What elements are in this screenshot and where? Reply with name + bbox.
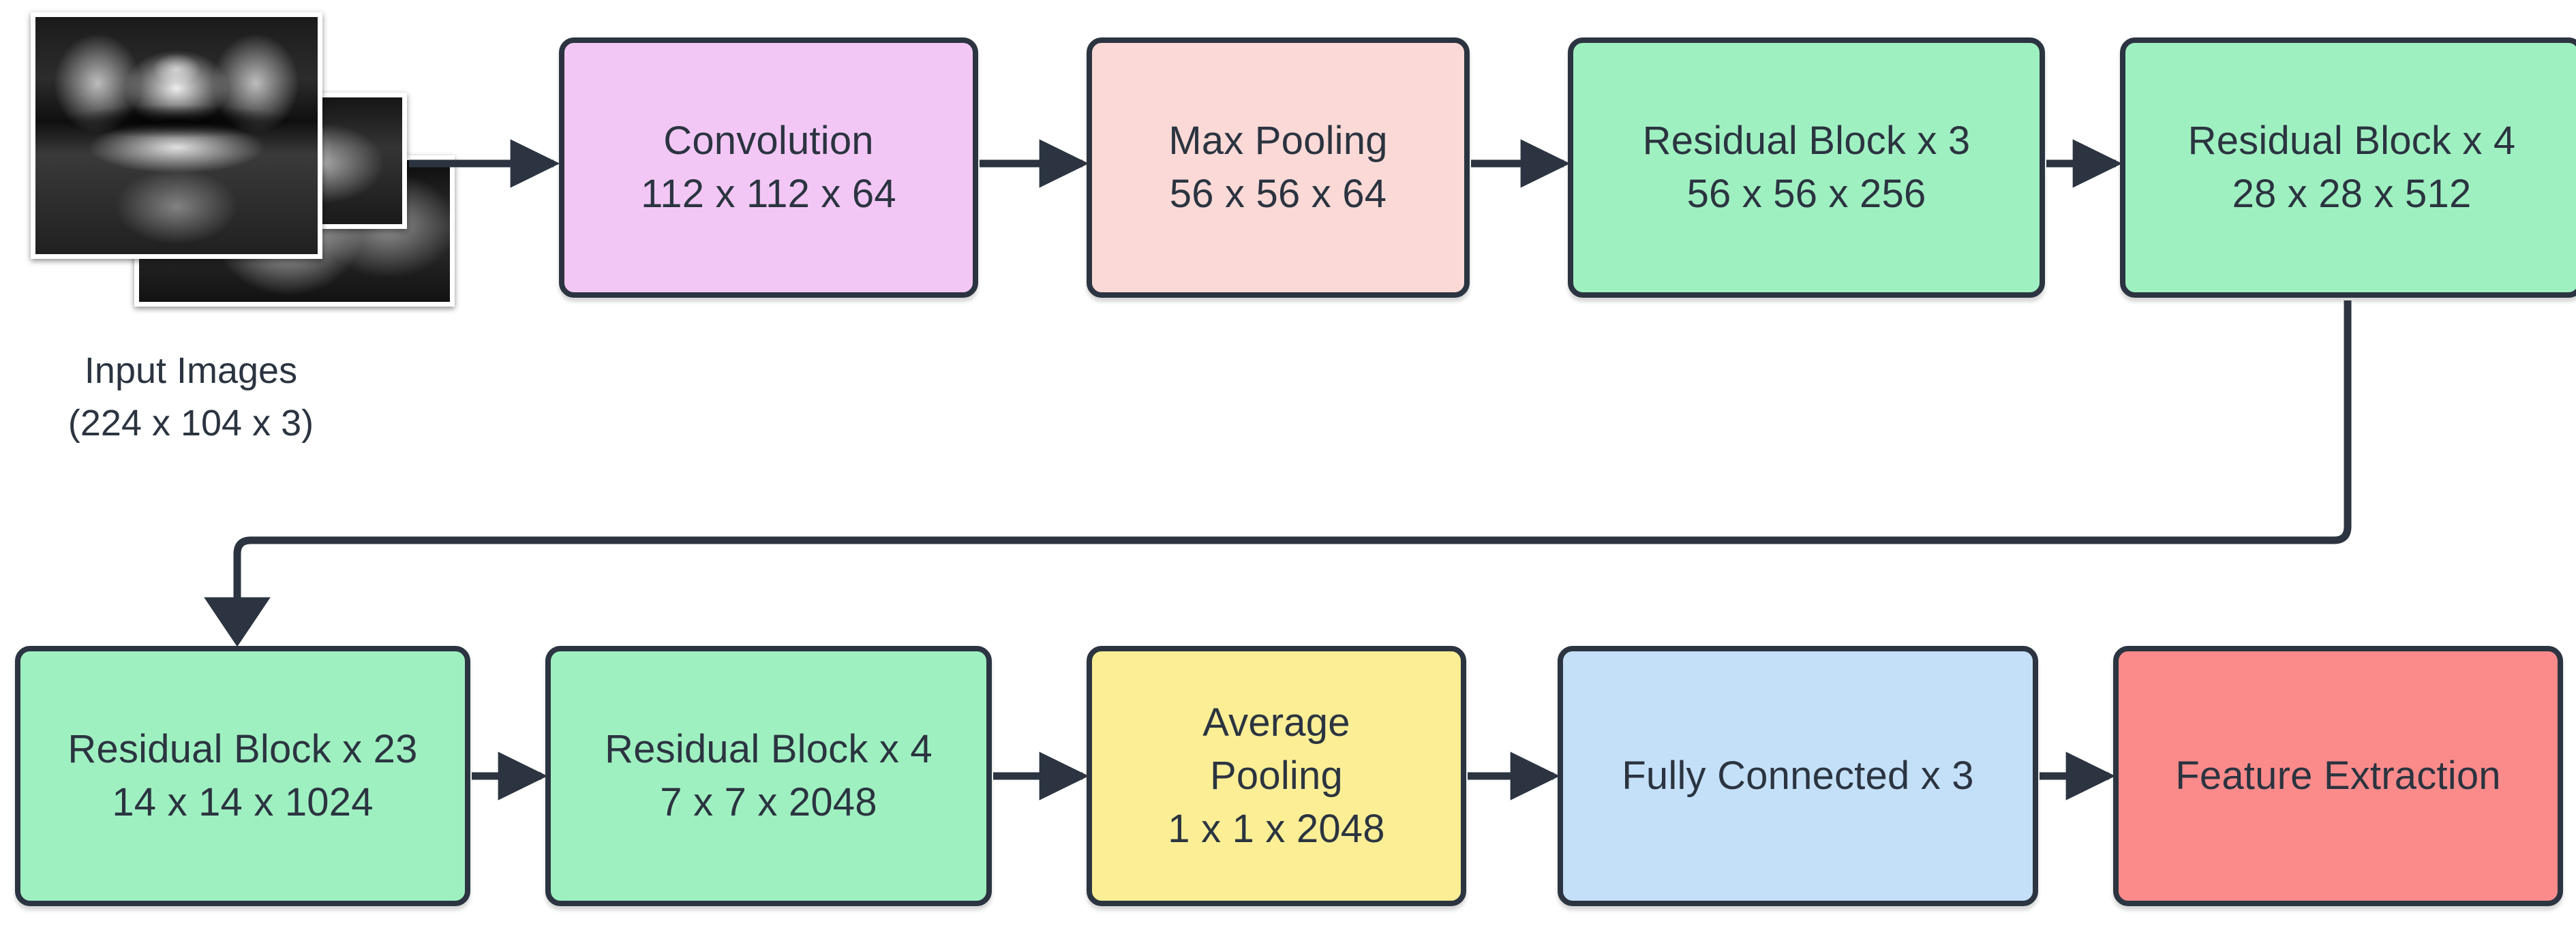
xray-image-1 bbox=[31, 12, 322, 259]
node-residual-block-23-title: Residual Block x 23 bbox=[67, 727, 418, 772]
node-convolution-shape: 112 x 112 x 64 bbox=[641, 172, 896, 216]
node-residual-block-23[interactable]: Residual Block x 23 14 x 14 x 1024 bbox=[15, 646, 470, 906]
node-average-pooling[interactable]: Average Pooling 1 x 1 x 2048 bbox=[1087, 646, 1466, 906]
node-residual-block-3-title: Residual Block x 3 bbox=[1642, 119, 1971, 164]
node-residual-block-4b-title: Residual Block x 4 bbox=[605, 727, 933, 772]
node-feature-extraction[interactable]: Feature Extraction bbox=[2113, 646, 2563, 906]
node-residual-block-4b-shape: 7 x 7 x 2048 bbox=[660, 780, 877, 824]
input-caption-line-1: Input Images bbox=[84, 350, 298, 391]
node-max-pooling-shape: 56 x 56 x 64 bbox=[1169, 172, 1387, 216]
input-images-caption: Input Images (224 x 104 x 3) bbox=[14, 345, 368, 449]
node-feature-extraction-title: Feature Extraction bbox=[2175, 754, 2501, 799]
node-convolution[interactable]: Convolution 112 x 112 x 64 bbox=[559, 37, 978, 298]
node-residual-block-3[interactable]: Residual Block x 3 56 x 56 x 256 bbox=[1568, 37, 2045, 298]
input-caption-line-2: (224 x 104 x 3) bbox=[67, 402, 314, 444]
node-fully-connected[interactable]: Fully Connected x 3 bbox=[1558, 646, 2038, 906]
node-residual-block-4a[interactable]: Residual Block x 4 28 x 28 x 512 bbox=[2120, 37, 2576, 298]
node-max-pooling[interactable]: Max Pooling 56 x 56 x 64 bbox=[1087, 37, 1470, 298]
node-max-pooling-title: Max Pooling bbox=[1168, 119, 1388, 164]
node-residual-block-3-shape: 56 x 56 x 256 bbox=[1686, 172, 1926, 216]
node-average-pooling-title-2: Pooling bbox=[1210, 754, 1343, 799]
edge-res4a-to-res23 bbox=[204, 300, 2352, 647]
input-image-stack bbox=[31, 12, 455, 326]
node-residual-block-4b[interactable]: Residual Block x 4 7 x 7 x 2048 bbox=[545, 646, 992, 906]
node-average-pooling-shape: 1 x 1 x 2048 bbox=[1168, 806, 1385, 851]
node-convolution-title: Convolution bbox=[663, 119, 874, 164]
node-residual-block-4a-title: Residual Block x 4 bbox=[2187, 119, 2516, 164]
node-average-pooling-title-1: Average bbox=[1202, 700, 1350, 745]
node-fully-connected-title: Fully Connected x 3 bbox=[1622, 754, 1974, 799]
xray-film-1 bbox=[35, 17, 318, 254]
node-residual-block-23-shape: 14 x 14 x 1024 bbox=[112, 780, 374, 824]
node-residual-block-4a-shape: 28 x 28 x 512 bbox=[2232, 172, 2472, 216]
